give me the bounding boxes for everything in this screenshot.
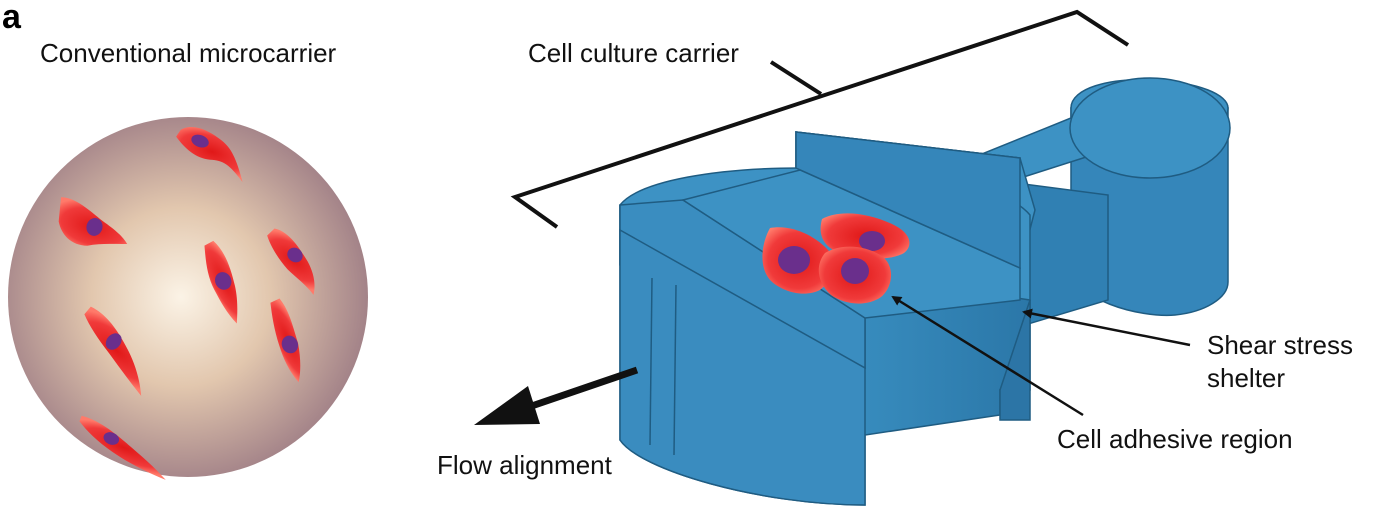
shear-stress-label-line1: Shear stress: [1207, 330, 1353, 360]
conventional-microcarrier-label: Conventional microcarrier: [40, 38, 337, 68]
cell-adhesive-region-label: Cell adhesive region: [1057, 424, 1293, 454]
sphere-cell: [270, 298, 301, 383]
shear-stress-leader: [1022, 308, 1191, 347]
front-edge-line: [649, 277, 653, 446]
adhesive-region-leader: [891, 295, 1084, 417]
cell-culture-carrier-label: Cell culture carrier: [528, 38, 739, 68]
sphere-cell: [58, 197, 128, 246]
adhesive-cell: [762, 227, 836, 294]
sphere-cell: [204, 240, 238, 324]
carrier-handle-end-top: [1069, 77, 1231, 179]
adhesive-region-cells: [762, 213, 910, 304]
microcarrier-sphere: [8, 117, 368, 477]
flow-alignment-label: Flow alignment: [437, 450, 613, 480]
carrier-bracket: [510, 9, 1130, 229]
front-wall-outer: [619, 228, 866, 506]
sphere-cell: [176, 127, 243, 183]
shear-stress-label-line2: shelter: [1207, 363, 1285, 393]
adhesive-cell: [818, 246, 892, 304]
flow-alignment-arrow: [474, 366, 639, 425]
front-edge-line: [673, 284, 677, 456]
sphere-cell: [84, 306, 142, 396]
carrier-bracket-leader: [769, 60, 823, 96]
conventional-microcarrier: [8, 117, 368, 480]
sphere-cell: [79, 415, 166, 480]
sphere-cell: [267, 228, 315, 295]
shelter-wall-face: [795, 131, 1021, 270]
panel-label: a: [2, 0, 22, 36]
carrier-notch-side: [999, 299, 1031, 421]
